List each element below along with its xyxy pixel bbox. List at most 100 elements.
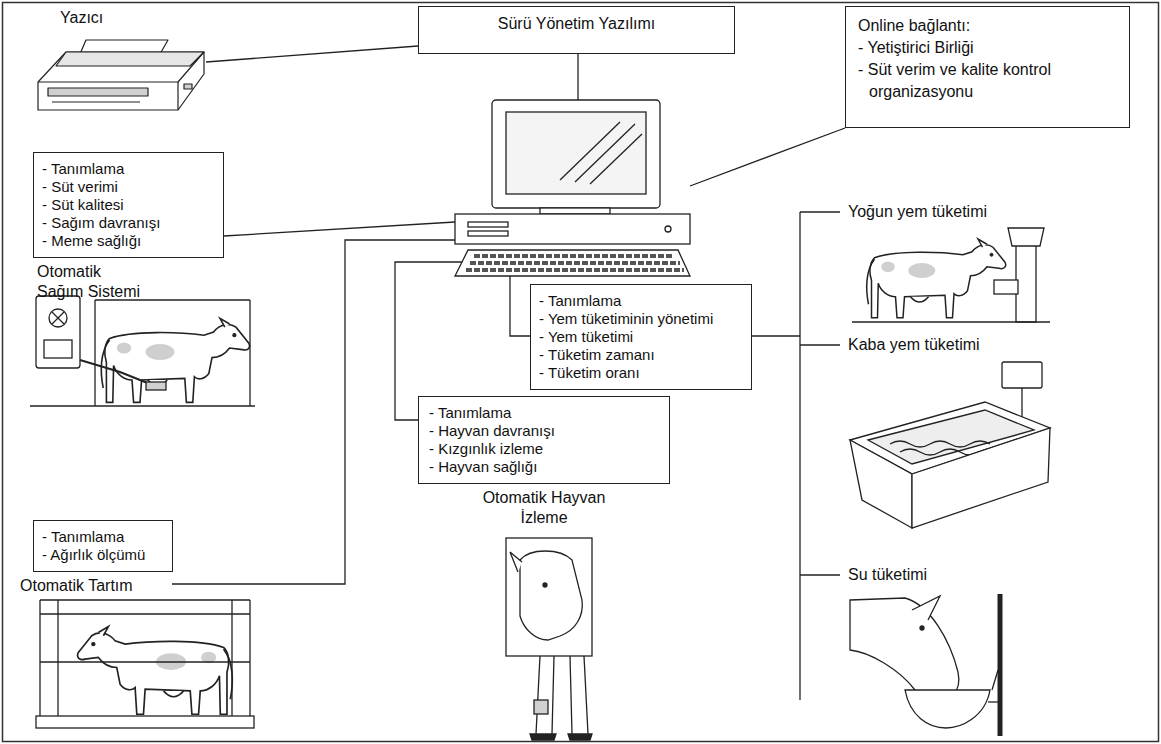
weighing-illustration — [36, 600, 254, 728]
box-frame: - Tanımlama- Yem tüketiminin yönetimi- Y… — [530, 284, 752, 390]
list-item: - Süt verimi — [42, 178, 118, 196]
concentrate-feeder-illustration — [867, 239, 1006, 318]
weighing-illustration — [40, 661, 250, 662]
animal-monitoring-illustration — [506, 538, 592, 656]
weighing-illustration — [57, 600, 58, 716]
leader-line — [224, 222, 455, 236]
leader-line — [690, 128, 845, 186]
milking-system-illustration — [49, 309, 67, 327]
animal-monitoring-illustration — [530, 734, 556, 740]
leader-line — [510, 276, 530, 336]
weighing-illustration — [40, 613, 250, 614]
data-box: Online bağlantı:- Yetiştirici Birliği- S… — [845, 6, 1130, 128]
milking-system-illustration — [249, 300, 250, 406]
box-frame: - Tanımlama- Süt verimi- Süt kalitesi- S… — [33, 152, 224, 258]
box-frame: - Tanımlama- Hayvan davranışı- Kızgınlık… — [418, 396, 670, 484]
milking-system-illustration — [94, 300, 95, 406]
list-item: - Tanımlama — [42, 528, 124, 546]
computer-illustration — [492, 100, 660, 208]
list-item: - Tanımlama — [42, 160, 124, 178]
milking-system-illustration — [30, 296, 255, 406]
printer-illustration — [56, 52, 204, 66]
list-item: - Yem tüketimi — [539, 328, 633, 346]
milking-system-illustration — [36, 296, 80, 368]
animal-monitoring-illustration — [568, 734, 592, 740]
data-box: - Tanımlama- Ağırlık ölçümüOtomatik Tart… — [33, 520, 173, 596]
leader-line — [172, 240, 455, 584]
concentrate-feeder-illustration — [852, 321, 1050, 322]
leader-line — [752, 335, 800, 336]
weighing-illustration — [40, 599, 250, 600]
water-bowl-illustration — [920, 626, 924, 630]
computer-illustration — [540, 208, 610, 214]
list-item: - Süt verim ve kalite kontrol organizasy… — [858, 59, 1117, 103]
box-heading: Online bağlantı: — [858, 15, 1117, 37]
concentrate-feeder-illustration — [1016, 240, 1036, 322]
milking-system-illustration — [44, 340, 72, 358]
printer-illustration — [184, 84, 192, 89]
list-item: - Yetiştirici Birliği — [858, 37, 1117, 59]
leader-line — [800, 211, 840, 212]
leader-line — [172, 46, 845, 700]
computer-illustration — [665, 226, 671, 232]
water-bowl-illustration — [850, 598, 959, 699]
printer-illustration — [48, 88, 148, 96]
list-item: - Sağım davranışı — [42, 214, 160, 232]
printer-illustration — [52, 101, 140, 102]
roughage-feeder-illustration — [1002, 362, 1042, 388]
printer-illustration — [38, 40, 204, 110]
system-name: Otomatik Tartım — [20, 576, 133, 596]
animal-monitoring-illustration — [534, 700, 548, 714]
illustration-label: Kaba yem tüketimi — [846, 335, 982, 355]
water-bowl-illustration — [905, 690, 990, 728]
computer-illustration — [455, 100, 690, 276]
roughage-feeder-illustration — [890, 441, 990, 447]
list-item: - Tanımlama — [429, 404, 511, 422]
milking-system-illustration — [52, 312, 64, 324]
printer-illustration — [38, 52, 204, 110]
list-item: - Süt kalitesi — [42, 196, 124, 214]
animal-monitoring-illustration — [570, 656, 572, 734]
data-box: Sürü Yönetim Yazılımı — [418, 6, 735, 54]
leader-line — [577, 54, 578, 100]
roughage-feeder-illustration — [912, 428, 1050, 528]
milking-system-illustration — [101, 318, 249, 402]
milking-system-illustration — [52, 312, 64, 324]
outer-frame — [3, 3, 1159, 742]
weighing-illustration — [249, 600, 250, 716]
animal-monitoring-illustration — [584, 656, 588, 734]
box-frame: Sürü Yönetim Yazılımı — [418, 6, 735, 54]
computer-illustration — [455, 250, 690, 276]
system-name: Otomatik Hayvan İzleme — [418, 488, 670, 528]
printer-illustration — [38, 52, 204, 82]
animal-monitoring-illustration — [543, 583, 547, 587]
list-item: - Tanımlama — [539, 292, 621, 310]
water-bowl-illustration — [988, 701, 1000, 702]
list-item: - Meme sağlığı — [42, 232, 141, 250]
roughage-feeder-illustration — [850, 440, 912, 528]
leader-line — [799, 212, 800, 700]
list-item: - Yem tüketiminin yönetimi — [539, 310, 713, 328]
milking-system-illustration — [146, 382, 166, 390]
printer-illustration — [177, 82, 178, 110]
computer-illustration — [590, 134, 642, 184]
concentrate-feeder-illustration — [852, 228, 1050, 322]
animal-monitoring-illustration — [520, 551, 582, 640]
concentrate-feeder-illustration — [994, 280, 1018, 294]
animal-monitoring-illustration — [506, 538, 592, 740]
computer-illustration — [575, 124, 635, 182]
weighing-illustration — [36, 716, 254, 728]
data-box: - Tanımlama- Süt verimi- Süt kalitesi- S… — [33, 152, 224, 302]
weighing-illustration — [39, 600, 40, 716]
data-box: - Tanımlama- Hayvan davranışı- Kızgınlık… — [418, 396, 670, 528]
illustration-label: Yoğun yem tüketimi — [846, 202, 989, 222]
data-box: - Tanımlama- Yem tüketiminin yönetimi- Y… — [530, 284, 752, 390]
milking-system-illustration — [30, 405, 255, 406]
computer-illustration — [455, 214, 690, 244]
list-item: - Tüketim zamanı — [539, 346, 655, 364]
water-bowl-illustration — [992, 670, 998, 690]
animal-monitoring-illustration — [510, 552, 522, 572]
list-item: - Ağırlık ölçümü — [42, 546, 145, 564]
weighing-illustration — [231, 600, 232, 716]
list-item: - Hayvan sağlığı — [429, 458, 537, 476]
